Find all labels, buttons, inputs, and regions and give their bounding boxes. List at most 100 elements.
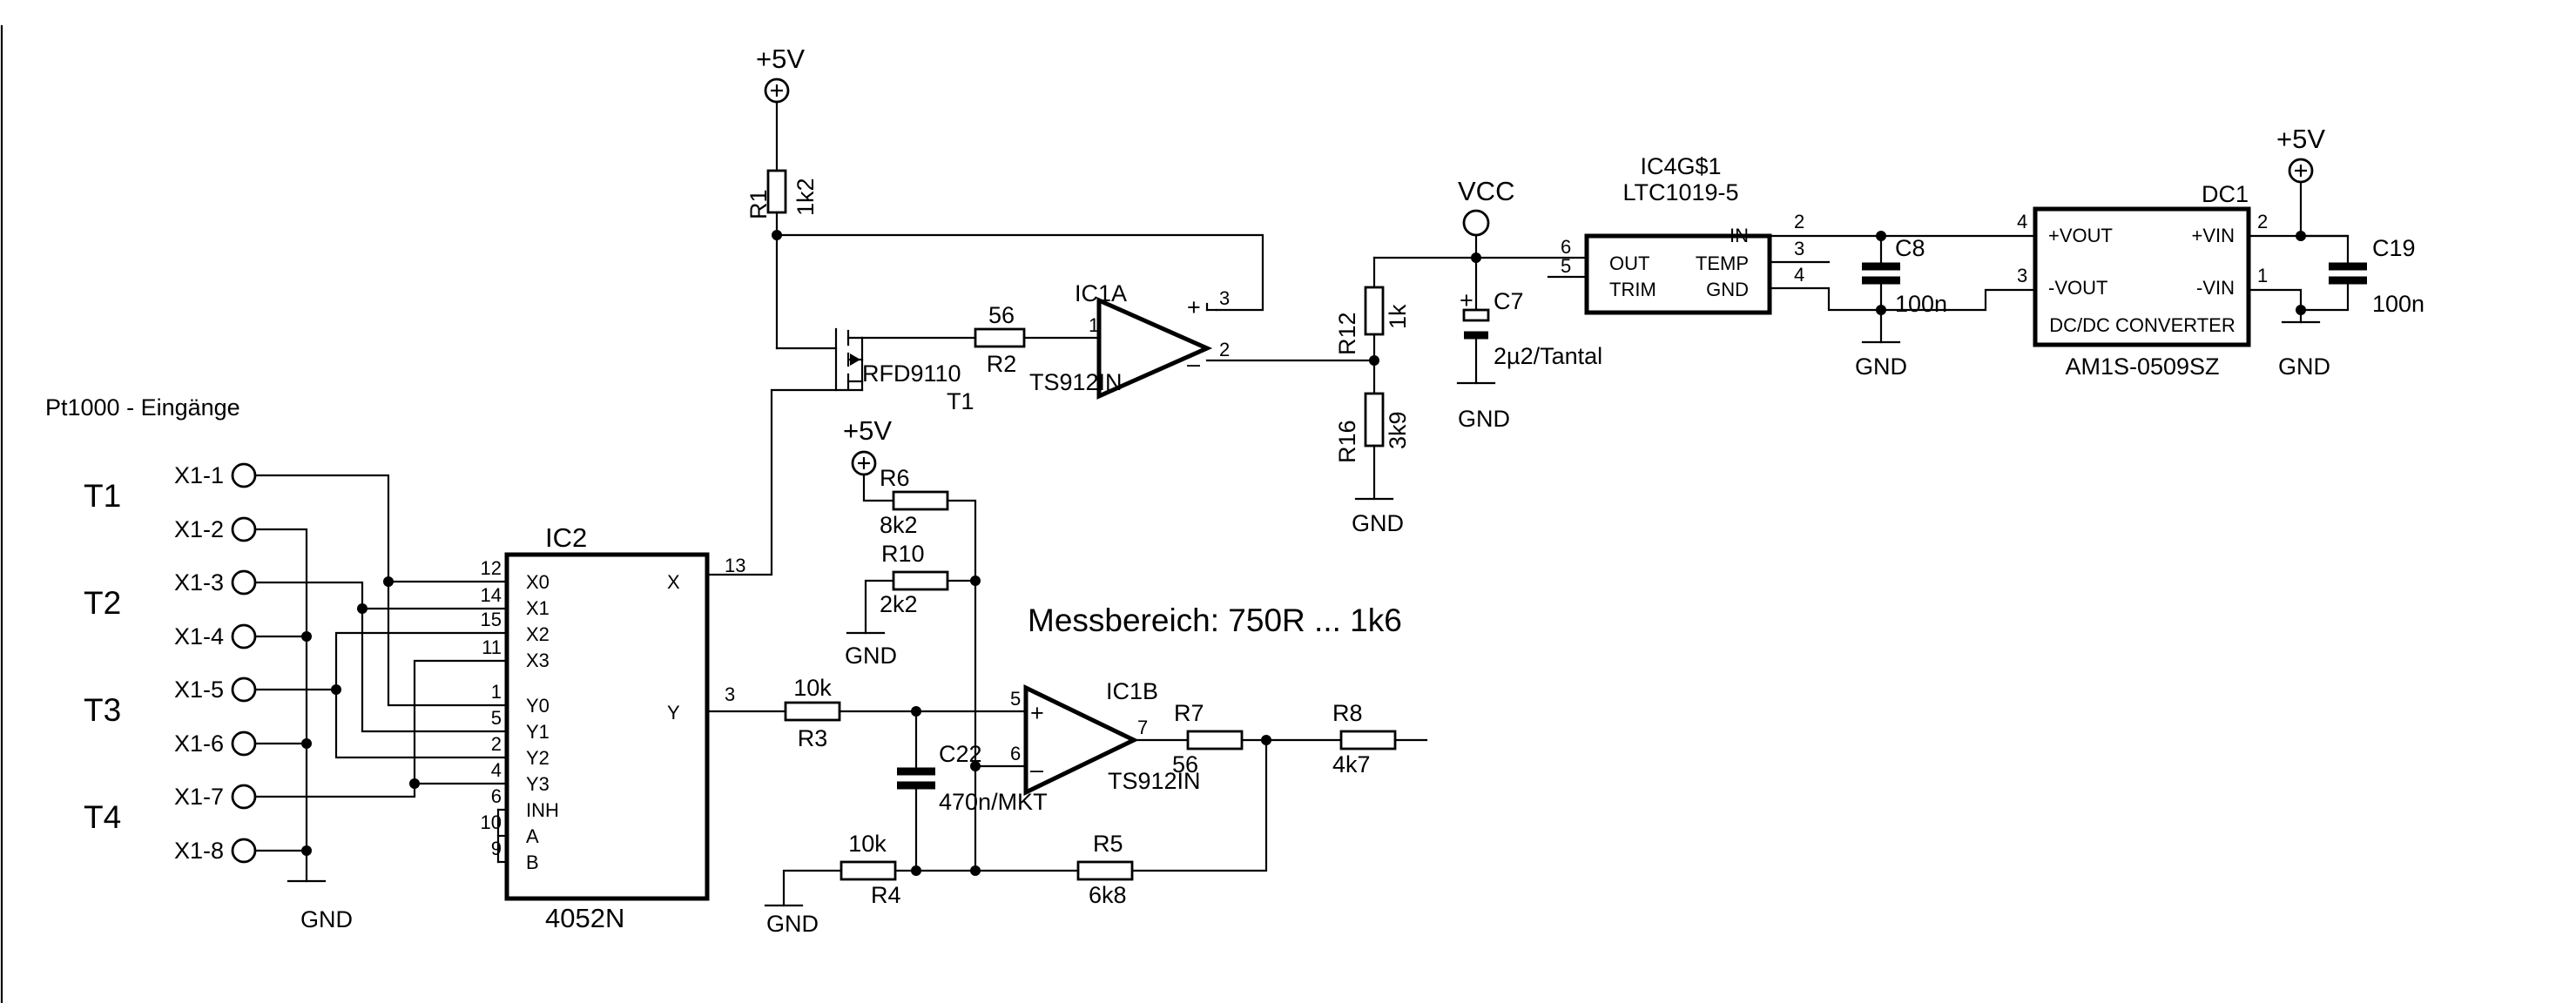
input-connectors: X1-1 X1-2 X1-3 X1-4 X1-5 X1-6 X1-7 X1-8 bbox=[174, 462, 257, 864]
pin-number: 4 bbox=[1794, 264, 1804, 286]
resistor-value: 3k9 bbox=[1385, 411, 1411, 449]
opamp-name: IC1A bbox=[1075, 280, 1127, 306]
pin-name: Y bbox=[667, 702, 680, 724]
opamp-pin: 5 bbox=[1010, 688, 1021, 710]
pin-number: 1 bbox=[491, 681, 502, 703]
gnd-label: GND bbox=[2278, 353, 2330, 380]
gnd-label: GND bbox=[845, 643, 897, 669]
resistor-label: R5 bbox=[1093, 831, 1123, 857]
pin-name: Y0 bbox=[526, 695, 550, 717]
opamp-pin: 7 bbox=[1137, 717, 1148, 738]
pin-number: 12 bbox=[481, 557, 502, 579]
channel-label-t3: T3 bbox=[84, 692, 121, 728]
resistor-value: 1k2 bbox=[792, 178, 819, 216]
opamp-pin: 2 bbox=[1219, 339, 1230, 360]
opamp-pin: 3 bbox=[1219, 287, 1230, 309]
channel-label-t2: T2 bbox=[84, 585, 121, 621]
pin-name: Y1 bbox=[526, 721, 550, 743]
current-source: +5V R1 1k2 RFD9110 T1 56 R2 + – 3 bbox=[745, 44, 1411, 536]
pin-name: B bbox=[526, 852, 539, 873]
pin-number: 11 bbox=[482, 636, 502, 658]
opamp-name: IC1B bbox=[1106, 678, 1158, 704]
connector-pin bbox=[231, 784, 257, 810]
pin-number: 2 bbox=[491, 733, 502, 755]
connector-label: X1-7 bbox=[174, 784, 224, 810]
pin-name: INH bbox=[526, 799, 559, 821]
multiplexer-pin-names: X0 X1 X2 X3 Y0 Y1 Y2 Y3 INH A B X Y bbox=[526, 571, 680, 873]
resistor-value: 10k bbox=[793, 675, 832, 701]
pin-name: -VIN bbox=[2196, 277, 2235, 299]
pin-name: X2 bbox=[526, 623, 550, 645]
pin-number: 5 bbox=[491, 707, 502, 729]
capacitor-c7 bbox=[1462, 308, 1490, 322]
connector-label: X1-4 bbox=[174, 623, 224, 650]
pin-name: IN bbox=[1730, 225, 1749, 246]
connector-label: X1-5 bbox=[174, 677, 224, 703]
resistor-value: 6k8 bbox=[1089, 882, 1127, 908]
connector-pin bbox=[231, 569, 257, 596]
resistor-value: 10k bbox=[848, 831, 887, 857]
gnd-label: GND bbox=[1855, 353, 1907, 380]
pin-number: 3 bbox=[2017, 265, 2027, 286]
multiplexer-name: IC2 bbox=[545, 522, 587, 553]
multiplexer-body bbox=[504, 552, 710, 901]
pin-name: +VIN bbox=[2191, 225, 2235, 246]
resistor-label: R16 bbox=[1334, 420, 1360, 463]
pin-number: 5 bbox=[1561, 255, 1571, 277]
supply-section: VCC + C7 2µ2/Tantal GND IC4G$1 LTC1019-5… bbox=[1372, 124, 2424, 432]
resistor-label: R6 bbox=[880, 465, 910, 491]
capacitor-label: C8 bbox=[1895, 235, 1925, 261]
pin-name: TRIM bbox=[1609, 279, 1656, 300]
resistor-label: R8 bbox=[1332, 700, 1363, 726]
connector-pin bbox=[231, 623, 257, 650]
amplifier-section: +5V R6 8k2 R10 2k2 GND 10k R3 C22 470n/M… bbox=[705, 415, 1428, 937]
connector-pin bbox=[231, 462, 257, 488]
resistor-label: R1 bbox=[745, 189, 772, 219]
pin-number: 9 bbox=[491, 838, 502, 859]
range-note: Messbereich: 750R ... 1k6 bbox=[1028, 602, 1402, 638]
resistor-label: R2 bbox=[987, 351, 1017, 377]
pin-name: X0 bbox=[526, 571, 550, 593]
pin-name: GND bbox=[1706, 279, 1749, 300]
transistor-name: T1 bbox=[947, 388, 974, 414]
resistor-r3 bbox=[784, 701, 841, 722]
resistor-r12 bbox=[1364, 286, 1385, 336]
resistor-label: R12 bbox=[1334, 312, 1360, 355]
resistor-r5 bbox=[1076, 860, 1134, 881]
pin-name: Y3 bbox=[526, 773, 550, 795]
pin-name: X1 bbox=[526, 597, 550, 619]
resistor-r4 bbox=[840, 860, 897, 881]
connector-label: X1-8 bbox=[174, 838, 224, 864]
resistor-r10 bbox=[892, 570, 949, 591]
resistor-r2 bbox=[974, 327, 1026, 348]
multiplexer-pin-numbers: 12 14 15 11 1 5 2 4 6 10 9 13 3 bbox=[481, 555, 746, 859]
converter-name: DC1 bbox=[2202, 181, 2249, 207]
pin-number: 2 bbox=[1794, 211, 1804, 232]
resistor-label: R3 bbox=[798, 725, 828, 751]
pin-number: 6 bbox=[1561, 236, 1571, 258]
resistor-label: R7 bbox=[1174, 700, 1204, 726]
pin-name: TEMP bbox=[1696, 252, 1749, 274]
capacitor-label: C7 bbox=[1494, 288, 1524, 314]
connector-pin bbox=[231, 677, 257, 703]
opamp-value: TS912IN bbox=[1029, 369, 1123, 395]
capacitor-value: 470n/MKT bbox=[939, 789, 1048, 815]
capacitor-value: 100n bbox=[2372, 291, 2424, 317]
connector-pin bbox=[231, 516, 257, 542]
reference-ic4 bbox=[1584, 233, 1772, 315]
supply-label: +5V bbox=[2276, 124, 2325, 154]
connector-pin bbox=[231, 838, 257, 864]
channel-label-t1: T1 bbox=[84, 478, 121, 514]
vcc-label: VCC bbox=[1458, 176, 1514, 206]
dcdc-converter bbox=[2033, 206, 2251, 347]
pin-name: X3 bbox=[526, 650, 550, 671]
gnd-label: GND bbox=[1352, 510, 1404, 536]
pin-name: Y2 bbox=[526, 747, 550, 769]
section-title: Pt1000 - Eingänge bbox=[45, 394, 240, 421]
supply-label: +5V bbox=[756, 44, 805, 74]
pin-number: 2 bbox=[2257, 211, 2268, 232]
channel-label-t4: T4 bbox=[84, 799, 121, 835]
reference-name: IC4G$1 bbox=[1640, 153, 1721, 179]
gnd-label: GND bbox=[766, 911, 819, 937]
pin-number: 14 bbox=[481, 584, 502, 606]
